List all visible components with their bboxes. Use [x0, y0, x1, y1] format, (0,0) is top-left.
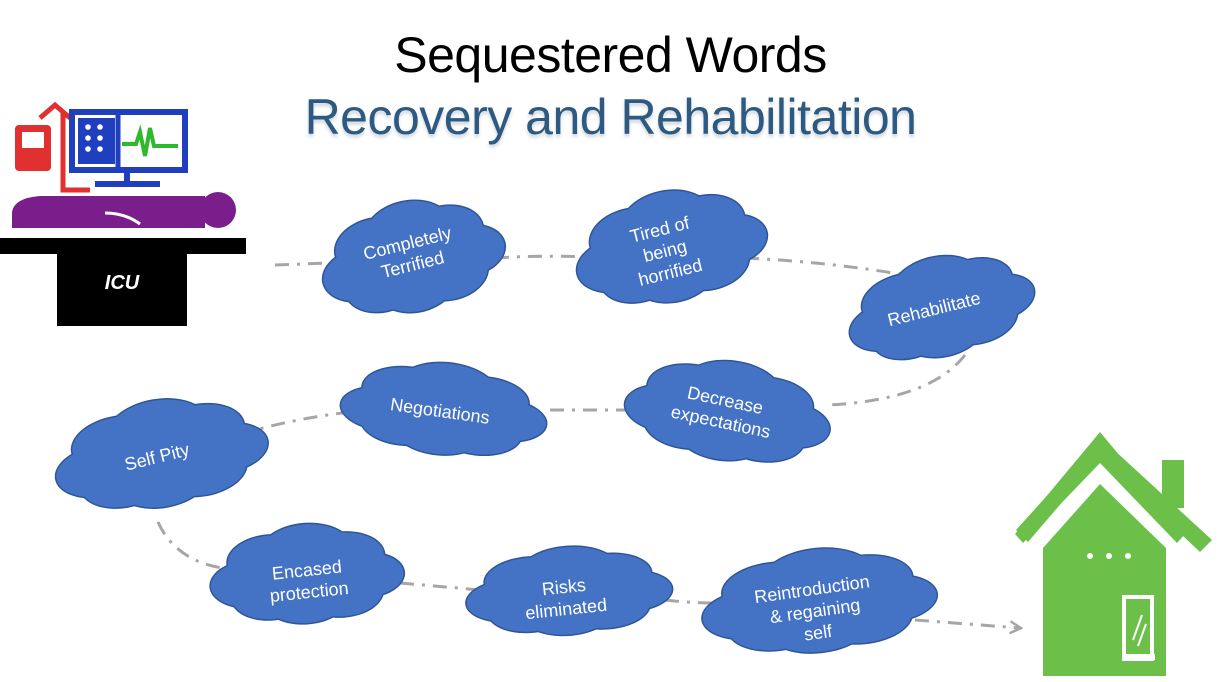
- cloud-rehabilitate: [848, 254, 1036, 361]
- house-icon: [1015, 432, 1212, 676]
- cloud-self-pity: [54, 398, 269, 509]
- cloud-negotiations: [339, 361, 548, 457]
- cloud-completely-terrified: [321, 199, 507, 314]
- icu-patient-icon: [0, 101, 246, 326]
- cloud-layer: [54, 189, 1036, 654]
- page-subtitle: Recovery and Rehabilitation: [304, 89, 917, 145]
- path-segment-selfpity-to-encased: [156, 521, 223, 570]
- icu-label: ICU: [104, 272, 140, 294]
- path-segment-rehab-to-decrease: [827, 354, 967, 407]
- path-segment-encased-to-risks: [399, 581, 481, 592]
- bed-top: [0, 238, 246, 254]
- bed-base: [57, 254, 187, 326]
- path-segment-tired-to-rehab: [744, 256, 906, 277]
- cloud-tired-of-being-horrified: [575, 189, 769, 304]
- iv-bag-icon: [15, 101, 90, 193]
- path-segment-icu-to-terrified: [274, 261, 331, 267]
- cloud-risks-eliminated: [465, 545, 674, 637]
- patient-body-icon: [12, 192, 236, 228]
- path-segment-negotiations-to-selfpity: [254, 410, 351, 432]
- monitor-icon: [69, 109, 188, 187]
- cloud-decrease-expectations: [623, 359, 831, 463]
- cloud-reintroduction-regaining-self: [701, 547, 939, 654]
- page-title: Sequestered Words: [394, 27, 827, 83]
- cloud-encased-protection: [209, 522, 406, 625]
- path-segment-reintro-to-home: [914, 618, 1020, 628]
- path-segment-risks-to-reintro: [664, 598, 716, 605]
- path-segment-terrified-to-tired: [494, 254, 591, 260]
